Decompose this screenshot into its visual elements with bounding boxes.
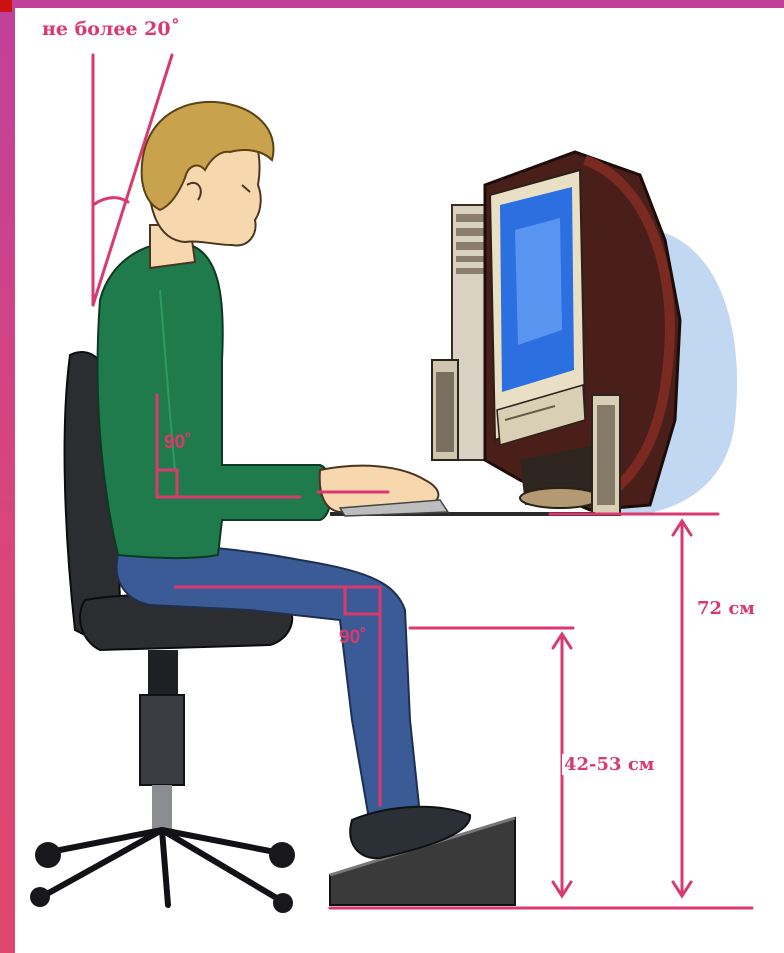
left-speaker bbox=[432, 360, 458, 460]
elbow-angle-label: 90˚ bbox=[164, 432, 191, 454]
knee-angle-label: 90˚ bbox=[339, 627, 366, 649]
back-angle-arc bbox=[93, 198, 128, 205]
crt-monitor bbox=[485, 152, 680, 510]
right-speaker bbox=[592, 395, 620, 515]
sweater bbox=[98, 243, 332, 558]
back-angle-label: не более 20˚ bbox=[42, 18, 180, 40]
seat-height-label: 42-53 см bbox=[562, 754, 656, 775]
desk-height-label: 72 см bbox=[697, 598, 755, 619]
